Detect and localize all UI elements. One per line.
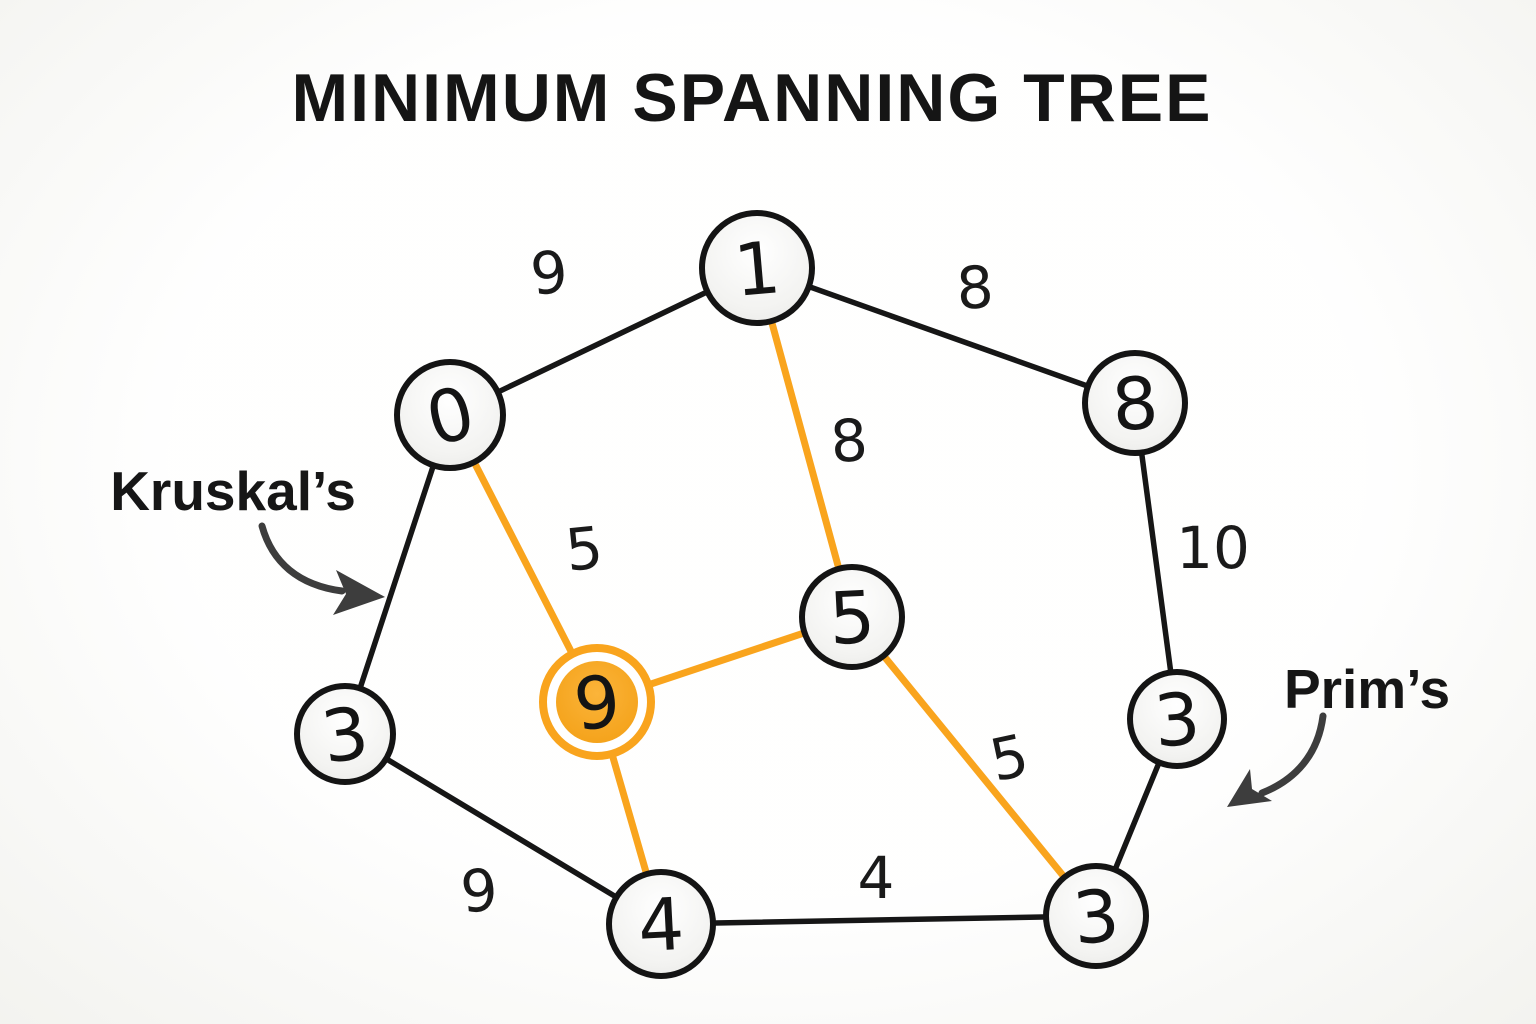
node-4: 4	[606, 869, 716, 979]
node-5-circle	[799, 564, 905, 670]
node-4-circle	[606, 869, 716, 979]
node-3-right-circle	[1127, 669, 1227, 769]
node-9-highlighted: 9	[539, 644, 655, 760]
edge-1-5-mst	[753, 264, 856, 621]
edge-5-3bottom-mst	[848, 613, 1100, 920]
node-8-circle	[1082, 350, 1188, 456]
edge-weight-0-1: 9	[527, 237, 571, 308]
node-1: 1	[699, 210, 815, 326]
node-1-label: 1	[731, 225, 784, 313]
prims-arrow-head	[1227, 769, 1272, 807]
edge-weight-1-8: 8	[955, 253, 995, 323]
kruskals-arrow-line	[258, 522, 346, 595]
node-0-circle	[394, 359, 506, 471]
edge-8-3right	[1132, 400, 1180, 722]
node-5-label: 5	[827, 575, 877, 661]
edge-4-3bottom	[658, 913, 1099, 927]
node-1-circle	[699, 210, 815, 326]
node-3-left-circle	[294, 683, 396, 785]
node-9-circle	[556, 661, 638, 743]
edge-weight-3left-4: 9	[458, 856, 501, 927]
node-3-right: 3	[1127, 669, 1227, 769]
node-4-label: 4	[636, 882, 686, 968]
edge-weight-8-3right: 10	[1176, 514, 1250, 582]
node-3-bottom-circle	[1043, 863, 1149, 969]
node-3-bottom-label: 3	[1070, 873, 1123, 961]
prims-arrow-line	[1258, 712, 1327, 797]
page-title: MINIMUM SPANNING TREE	[292, 60, 1213, 136]
node-3-right-label: 3	[1151, 677, 1203, 764]
edge-weight-1-5: 8	[828, 406, 870, 476]
edge-weight-4-3bottom: 4	[858, 844, 895, 912]
node-8-label: 8	[1109, 361, 1161, 448]
kruskals-arrow	[258, 522, 385, 615]
kruskals-arrow-head	[333, 570, 385, 615]
edge-weight-0-9: 5	[562, 513, 606, 584]
kruskals-label: Kruskal’s	[110, 460, 356, 522]
node-3-left: 3	[294, 683, 396, 785]
edge-3left-4	[342, 731, 664, 927]
node-9-label: 9	[570, 659, 624, 747]
prims-arrow	[1227, 712, 1327, 807]
node-8: 8	[1082, 350, 1188, 456]
prims-label: Prim’s	[1284, 658, 1450, 720]
node-3-bottom: 3	[1043, 863, 1149, 969]
node-5: 5	[799, 564, 905, 670]
node-0: 0	[394, 359, 506, 471]
edge-1-8	[754, 265, 1138, 406]
